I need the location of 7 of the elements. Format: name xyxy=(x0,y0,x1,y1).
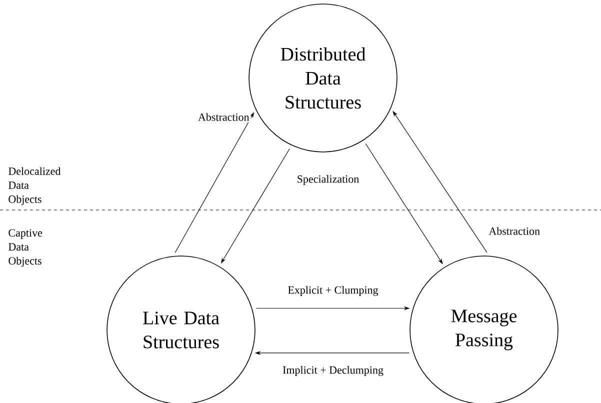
edge-label: Explicit + Clumping xyxy=(286,284,380,298)
edge-label: Abstraction xyxy=(196,112,251,122)
edge-label: Implicit + Declumping xyxy=(281,364,385,378)
edge-label: Abstraction xyxy=(487,226,542,236)
region-label: Delocalized Data Objects xyxy=(8,167,61,206)
edge-label: Specialization xyxy=(295,174,361,186)
region-label: Captive Data Objects xyxy=(8,229,42,267)
